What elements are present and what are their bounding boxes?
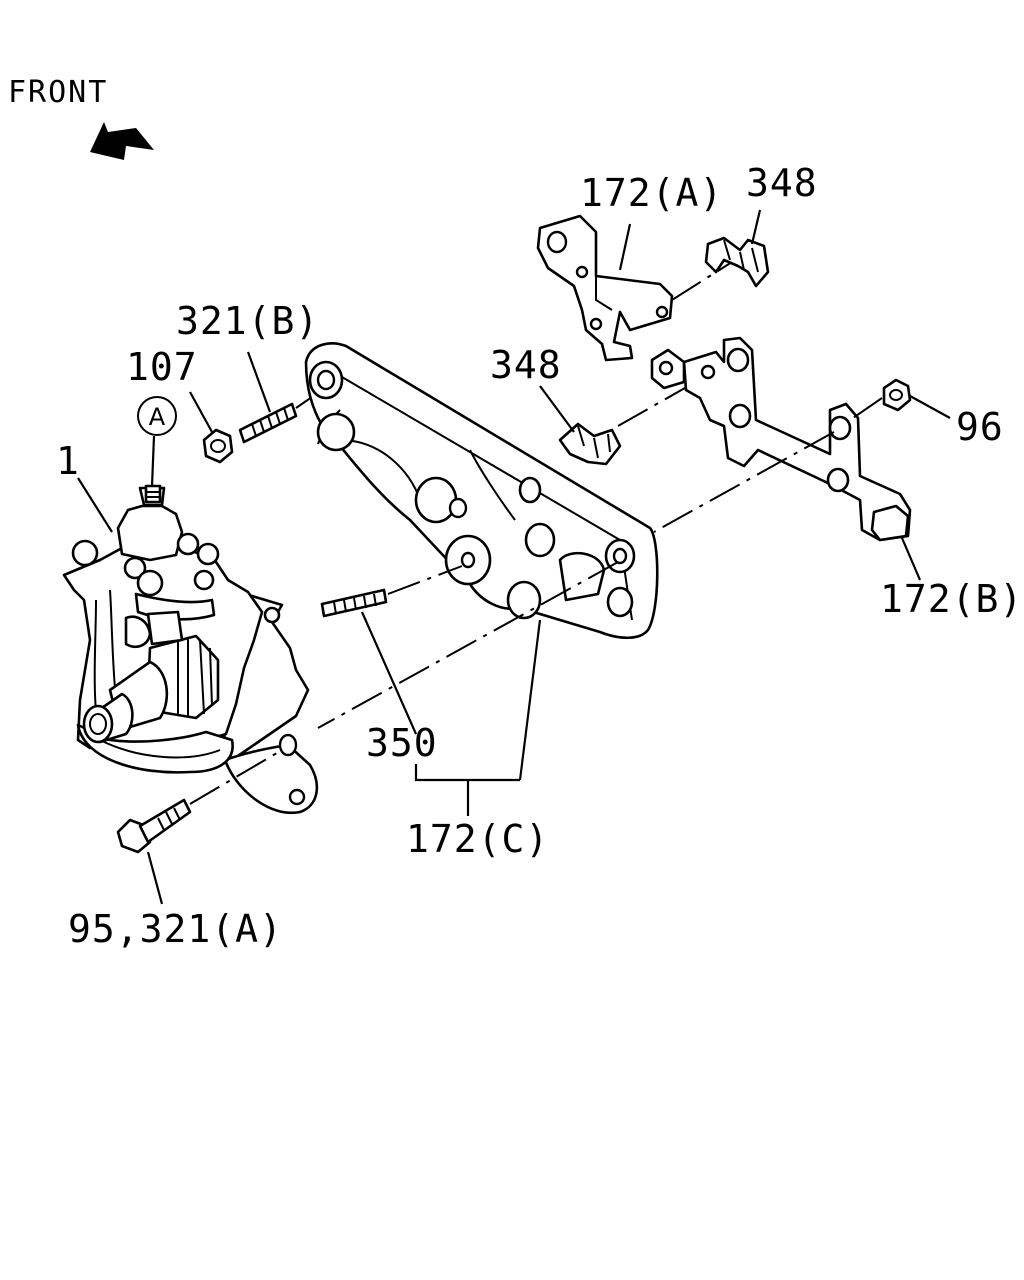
bracket-172c (304, 342, 659, 781)
clip-348-upper: 348 (704, 161, 818, 288)
front-label: FRONT (8, 75, 108, 110)
callout-label-350: 350 (366, 721, 438, 765)
callout-label-172b: 172(B) (880, 577, 1023, 621)
stud-350: 350 (320, 565, 463, 765)
callout-label-348-lower: 348 (490, 343, 562, 387)
circle-ref-icon (137, 396, 177, 436)
nut-107: 107 (126, 345, 234, 464)
callout-label-95-321a: 95,321(A) (68, 907, 283, 951)
bracket-172b: 172(B) (650, 336, 1023, 621)
callout-1: 1 (56, 439, 113, 533)
callout-label-321b: 321(B) (176, 299, 319, 343)
callout-label-96: 96 (956, 405, 1004, 449)
bracket-172a: 172(A) (536, 171, 733, 362)
callout-label-348-upper: 348 (746, 161, 818, 205)
front-arrow-icon (90, 122, 154, 160)
front-orientation: FRONT (8, 75, 154, 160)
assembly-centerline (317, 561, 619, 729)
callout-label-172a: 172(A) (580, 171, 723, 215)
callout-label-172c: 172(C) (406, 817, 549, 861)
bolt-95-321a: 95,321(A) (68, 749, 283, 951)
reference-a: A (137, 396, 177, 487)
clip-348-lower: 348 (490, 343, 707, 466)
circle-ref-label: A (149, 403, 166, 431)
callout-label-1: 1 (56, 439, 80, 483)
callout-172c: 172(C) (406, 764, 549, 861)
nut-96: 96 (849, 378, 1004, 449)
stud-321b: 321(B) (176, 299, 329, 444)
steering-gear-box (62, 484, 319, 815)
callout-label-107: 107 (126, 345, 198, 389)
